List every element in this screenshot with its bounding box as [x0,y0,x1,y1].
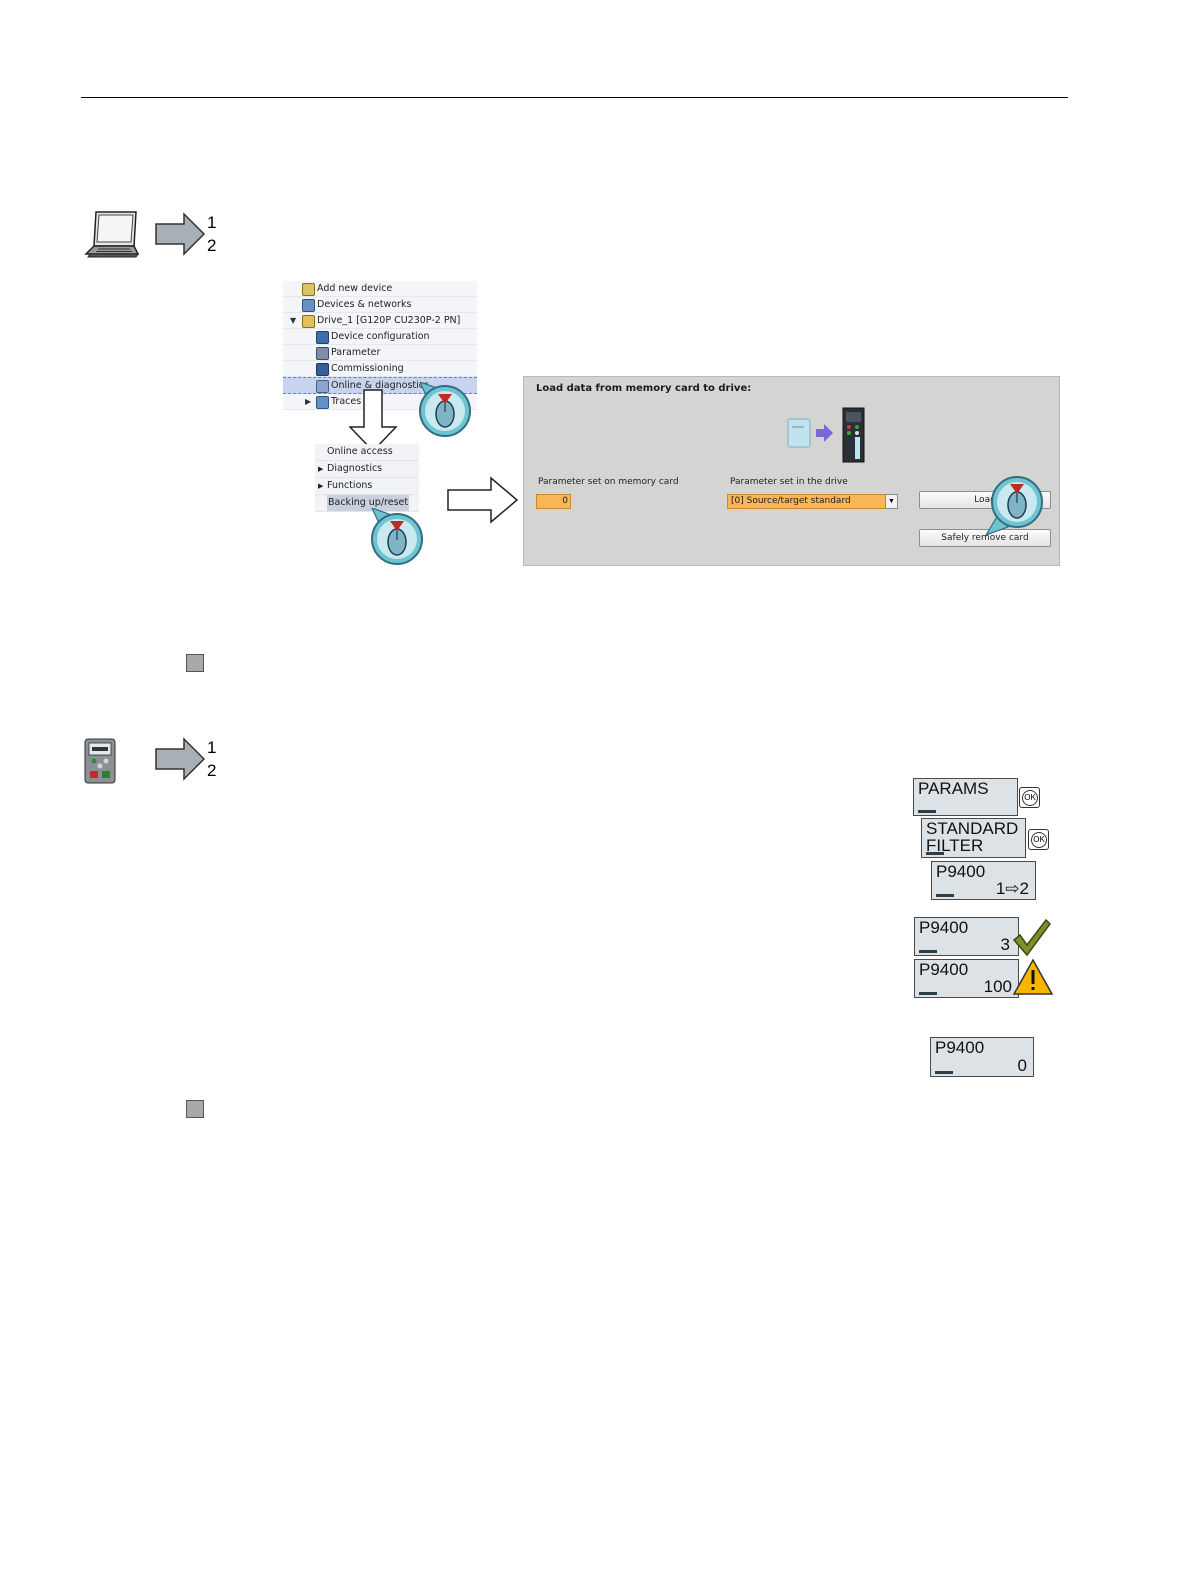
add-device-icon [302,283,315,296]
bop-display-standard-filter: STANDARD FILTER [921,818,1026,858]
display-text: P9400 [936,863,985,880]
tree-item-commissioning[interactable]: Commissioning [283,361,477,377]
param-set-drive-label: Parameter set in the drive [730,477,848,487]
tree-item-label: Parameter [331,345,380,360]
step-number-1: 1 [207,214,216,231]
expand-right-icon[interactable]: ▶ [318,461,323,477]
display-text: STANDARD [926,820,1018,837]
commissioning-icon [316,363,329,376]
step-number-1: 1 [207,739,216,756]
mouse-click-icon [984,473,1044,537]
tree-item-label: Drive_1 [G120P CU230P-2 PN] [317,313,460,328]
tree-item-drive[interactable]: ▼ Drive_1 [G120P CU230P-2 PN] [283,313,477,329]
tree-item-devices-networks[interactable]: Devices & networks [283,297,477,313]
menu-item-functions[interactable]: ▶ Functions [315,478,419,495]
menu-item-diagnostics[interactable]: ▶ Diagnostics [315,461,419,478]
display-text: P9400 [935,1039,984,1056]
ok-button[interactable]: OK [1028,829,1049,850]
tree-item-label: Device configuration [331,329,430,344]
menu-item-online-access[interactable]: Online access [315,444,419,461]
display-bar [935,1071,953,1074]
right-arrow-icon [447,476,519,526]
bop-display-p9400-error: P9400 100 [914,959,1019,998]
display-bar [919,992,937,995]
end-of-procedure-marker [186,1100,204,1118]
parameter-icon [316,347,329,360]
device-config-icon [316,331,329,344]
menu-item-label: Diagnostics [327,461,382,477]
display-bar [919,950,937,953]
menu-item-label: Online access [327,444,393,460]
ok-button[interactable]: OK [1019,787,1040,808]
bop-display-p9400-transfer: P9400 1⇨2 [931,861,1036,900]
bop-display-params: PARAMS [913,778,1018,816]
menu-item-label: Functions [327,478,372,494]
ok-label: OK [1022,790,1038,806]
display-value: 3 [1001,936,1010,953]
tree-item-label: Commissioning [331,361,404,376]
display-value: 0 [1018,1057,1027,1074]
panel-title: Load data from memory card to drive: [536,383,751,394]
display-value: 1⇨2 [996,880,1029,897]
display-bar [936,894,954,897]
step-number-2: 2 [207,762,216,779]
network-icon [302,299,315,312]
expand-down-icon[interactable]: ▼ [290,313,296,328]
diagnostics-icon [316,380,329,393]
bop-display-p9400-reset: P9400 0 [930,1037,1034,1077]
param-set-card-label: Parameter set on memory card [538,477,679,487]
param-set-card-field[interactable]: 0 [536,494,571,509]
bop-display-p9400-done: P9400 3 [914,917,1019,956]
display-text: PARAMS [918,780,989,797]
tree-item-device-configuration[interactable]: Device configuration [283,329,477,345]
traces-icon [316,396,329,409]
display-bar [918,810,936,813]
tree-item-add-new-device[interactable]: Add new device [283,281,477,297]
online-diagnostics-menu: Online access ▶ Diagnostics ▶ Functions … [315,444,419,512]
drive-folder-icon [302,315,315,328]
header-rule [81,97,1068,98]
card-to-drive-icon [786,407,868,463]
mouse-click-icon [418,382,472,438]
display-bar [926,852,944,855]
end-of-procedure-marker [186,654,204,672]
expand-right-icon[interactable]: ▶ [305,394,311,409]
display-text: P9400 [919,919,968,936]
checkmark-icon [1011,918,1051,958]
load-from-card-panel: Load data from memory card to drive: Par… [523,376,1060,566]
dropdown-arrow-icon[interactable]: ▼ [885,494,898,509]
tree-item-label: Devices & networks [317,297,411,312]
laptop-icon [84,210,140,260]
step-number-2: 2 [207,237,216,254]
ok-label: OK [1031,832,1047,848]
display-text: P9400 [919,961,968,978]
operator-panel-icon [84,738,116,784]
tree-item-parameter[interactable]: Parameter [283,345,477,361]
mouse-click-icon [368,508,424,566]
param-set-drive-select[interactable]: [0] Source/target standard [727,494,887,509]
expand-right-icon[interactable]: ▶ [318,478,323,494]
warning-icon [1012,958,1054,996]
tree-item-label: Add new device [317,281,392,296]
display-value: 100 [984,978,1012,995]
